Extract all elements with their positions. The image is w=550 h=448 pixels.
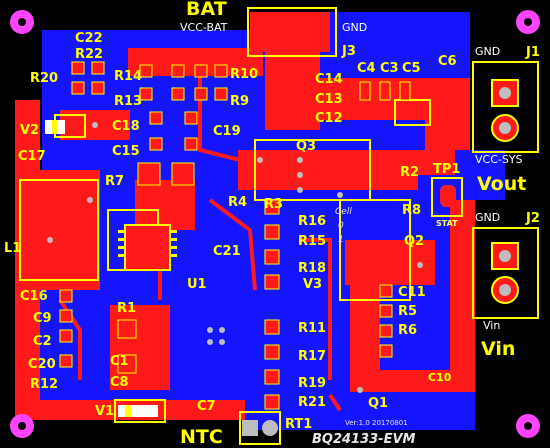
vin-title: Vin [481,338,516,360]
rt1-label: RT1 [285,417,313,432]
vcc-sys-label: VCC-SYS [475,153,523,166]
refdes-c15: C15 [112,144,140,159]
refdes-r4: R4 [228,195,248,210]
gnd-top-label: GND [342,21,368,34]
version-label: Ver:1.0 20170801 [345,419,408,427]
refdes-v3: V3 [303,277,323,292]
refdes-r13: R13 [114,94,143,109]
refdes-c19: C19 [213,124,241,139]
cell-0-label: 0 [338,221,344,231]
refdes-c17: C17 [18,149,46,164]
refdes-r20: R20 [30,71,59,86]
refdes-r2: R2 [400,165,420,180]
vcc-bat-label: VCC-BAT [180,21,228,34]
vin-small-label: Vin [483,319,501,332]
refdes-c20: C20 [28,357,56,372]
refdes-c8: C8 [110,375,129,390]
refdes-r5: R5 [398,304,418,319]
refdes-q1: Q1 [368,396,389,411]
refdes-r19: R19 [298,376,327,391]
refdes-c11: C11 [398,285,426,300]
refdes-v2: V2 [20,123,40,138]
refdes-r8: R8 [402,203,422,218]
j2-label: J2 [526,211,540,226]
refdes-c5: C5 [402,61,421,76]
refdes-q2: Q2 [404,234,425,249]
refdes-c1: C1 [110,354,129,369]
mounting-holes [10,10,540,438]
ntc-title: NTC [180,426,223,448]
refdes-c21: C21 [213,244,241,259]
cell-label: Cell [335,207,352,217]
refdes-c12: C12 [315,111,343,126]
refdes-r10: R10 [230,67,259,82]
gnd-j1-label: GND [475,45,501,58]
bat-title: BAT [186,0,227,20]
refdes-r17: R17 [298,349,327,364]
copper-traces [58,60,342,412]
refdes-c7: C7 [197,399,216,414]
refdes-q3: Q3 [296,139,317,154]
refdes-r15: R15 [298,234,327,249]
refdes-c18: C18 [112,119,140,134]
refdes-r16: R16 [298,214,327,229]
refdes-u1: U1 [187,277,207,292]
gnd-j2-label: GND [475,211,501,224]
vias [47,122,423,393]
j1-label: J1 [526,45,540,60]
ic-u1-footprint [118,224,177,271]
refdes-c16: C16 [20,289,48,304]
refdes-r9: R9 [230,94,250,109]
connector-pads [242,15,519,436]
cell-1-label: 1 [338,235,344,245]
diode-bodies [45,120,158,417]
refdes-c4: C4 [357,61,376,76]
stat-label: STAT [436,219,458,228]
refdes-c9: C9 [33,311,52,326]
refdes-r21: R21 [298,395,327,410]
refdes-l1: L1 [4,241,22,256]
refdes-r18: R18 [298,261,327,276]
refdes-r7: R7 [105,174,125,189]
board-name-footer: BQ24133-EVM [312,432,416,447]
vout-title: Vout [477,173,527,195]
component-pads [59,61,411,410]
refdes-c6: C6 [438,54,457,69]
refdes-v1: V1 [95,404,115,419]
refdes-c3: C3 [380,61,399,76]
j3-label: J3 [342,44,356,59]
refdes-c13: C13 [315,92,343,107]
refdes-r11: R11 [298,321,327,336]
refdes-r3: R3 [264,197,284,212]
refdes-c22: C22 [75,31,103,46]
refdes-c10: C10 [428,371,452,384]
refdes-r1: R1 [117,301,137,316]
silkscreen-outlines [19,7,539,445]
tp1-label: TP1 [433,162,461,177]
refdes-c14: C14 [315,72,343,87]
refdes-c2: C2 [33,334,52,349]
refdes-r14: R14 [114,69,143,84]
refdes-r12: R12 [30,377,59,392]
refdes-r6: R6 [398,323,418,338]
refdes-r22: R22 [75,47,104,62]
mounting-hole-centers [18,18,532,430]
